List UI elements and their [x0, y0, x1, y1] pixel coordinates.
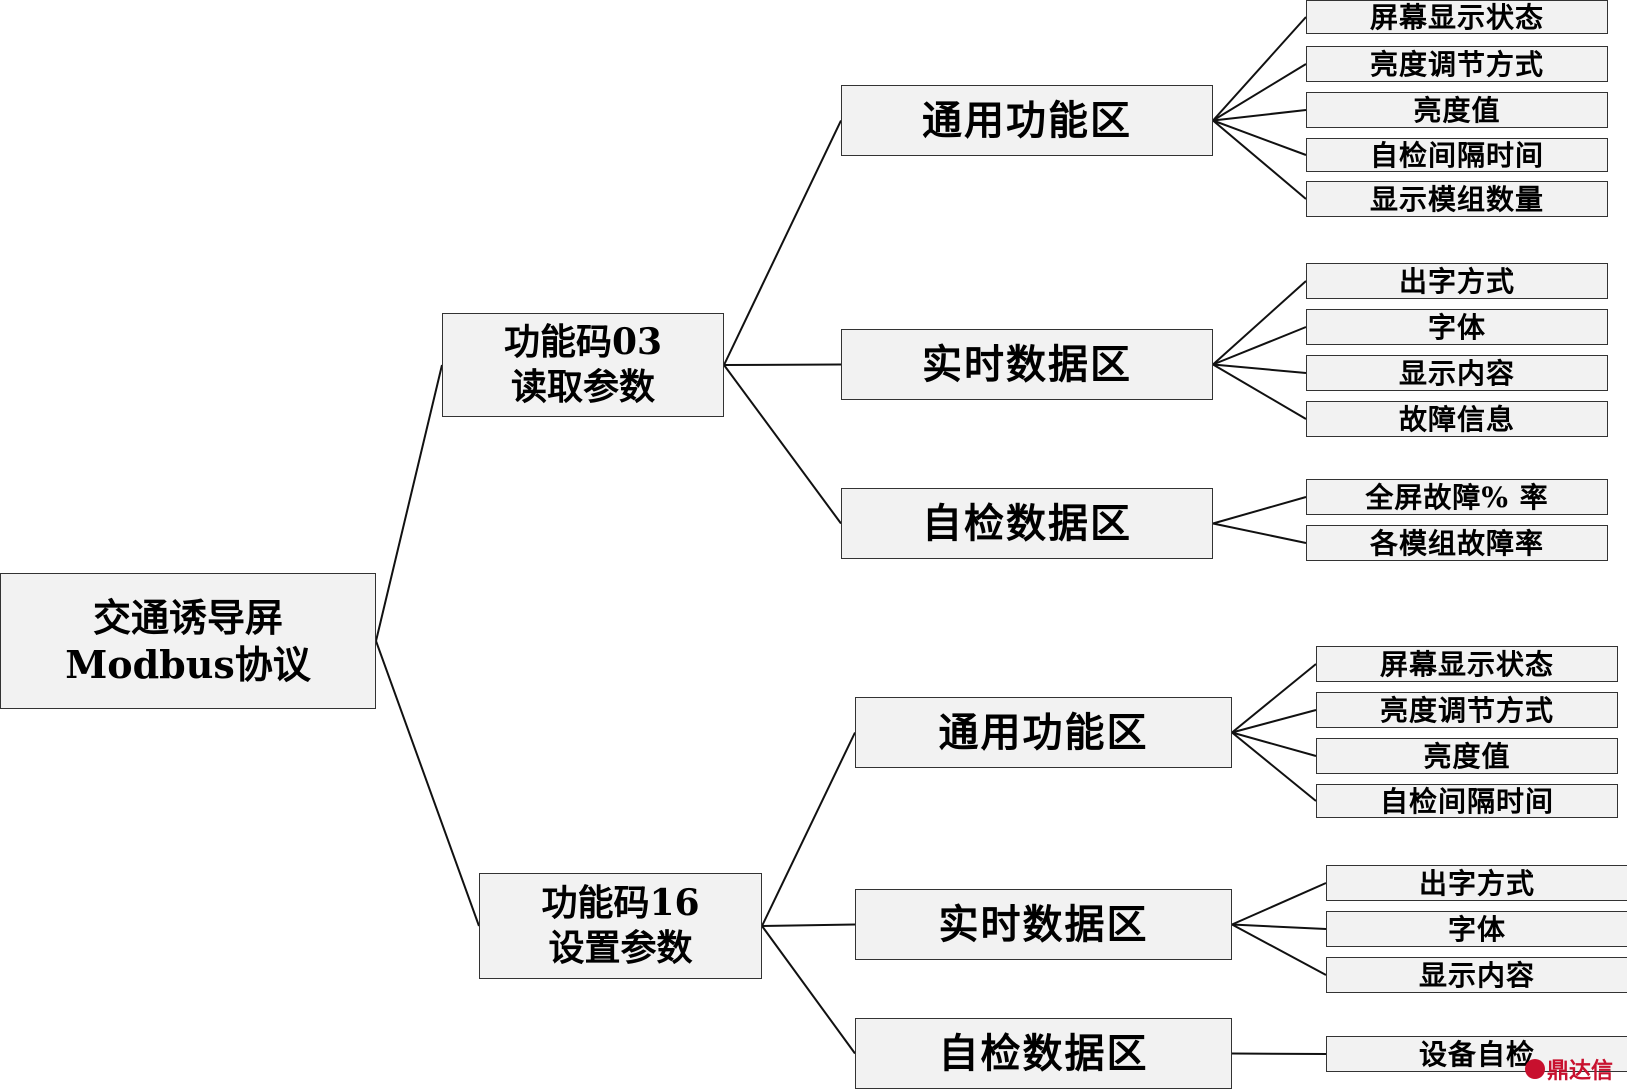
connector-area-leaf: [1231, 882, 1327, 926]
leaf-node: 设备自检: [1326, 1036, 1627, 1072]
leaf-node: 各模组故障率: [1306, 525, 1608, 561]
connector-area-leaf: [1212, 326, 1307, 366]
root-node: 交通诱导屏 Modbus协议: [0, 573, 376, 709]
connector-area-leaf: [1212, 280, 1307, 366]
leaf-node: 显示模组数量: [1306, 181, 1608, 217]
leaf-node: 自检间隔时间: [1316, 784, 1618, 818]
area-node-fc03-realtime: 实时数据区: [841, 329, 1213, 400]
leaf-node: 亮度调节方式: [1316, 692, 1618, 728]
leaf-node: 出字方式: [1306, 263, 1608, 299]
leaf-node: 屏幕显示状态: [1306, 0, 1608, 34]
branch-node-fc16: 功能码16 设置参数: [479, 873, 762, 979]
connector-area-leaf: [1231, 1052, 1327, 1055]
connector-root-branch: [375, 640, 480, 927]
watermark-logo: 鼎达信: [1525, 1053, 1613, 1085]
connector-area-leaf: [1212, 363, 1307, 420]
leaf-node: 自检间隔时间: [1306, 138, 1608, 172]
leaf-node: 亮度值: [1316, 738, 1618, 774]
connector-branch-area: [723, 363, 842, 366]
watermark-text: 鼎达信: [1547, 1059, 1614, 1084]
area-node-fc16-realtime: 实时数据区: [855, 889, 1232, 960]
connector-root-branch: [375, 364, 443, 642]
area-node-fc16-selftest: 自检数据区: [855, 1018, 1232, 1089]
connector-branch-area: [723, 364, 842, 525]
leaf-node: 故障信息: [1306, 401, 1608, 437]
connector-area-leaf: [1231, 731, 1317, 757]
connector-area-leaf: [1212, 119, 1307, 156]
brand-logo-icon: [1525, 1059, 1545, 1079]
connector-area-leaf: [1212, 119, 1307, 200]
leaf-node: 字体: [1326, 911, 1627, 947]
connector-area-leaf: [1212, 363, 1307, 374]
leaf-node: 显示内容: [1306, 355, 1608, 391]
area-node-fc16-general: 通用功能区: [855, 697, 1232, 768]
leaf-node: 屏幕显示状态: [1316, 646, 1618, 682]
connector-branch-area: [723, 120, 842, 366]
leaf-node: 亮度调节方式: [1306, 46, 1608, 82]
connector-area-leaf: [1212, 16, 1307, 122]
connector-branch-area: [761, 923, 856, 927]
connector-branch-area: [761, 925, 856, 1055]
connector-area-leaf: [1231, 923, 1327, 930]
leaf-node: 字体: [1306, 309, 1608, 345]
connector-area-leaf: [1231, 731, 1317, 802]
connector-branch-area: [761, 732, 856, 927]
leaf-node: 全屏故障% 率: [1306, 479, 1608, 515]
leaf-node: 亮度值: [1306, 92, 1608, 128]
connector-area-leaf: [1231, 923, 1327, 976]
connector-area-leaf: [1212, 496, 1307, 525]
leaf-node: 显示内容: [1326, 957, 1627, 993]
connector-area-leaf: [1212, 109, 1307, 122]
connector-area-leaf: [1231, 663, 1317, 734]
leaf-node: 出字方式: [1326, 865, 1627, 901]
area-node-fc03-general: 通用功能区: [841, 85, 1213, 156]
connector-area-leaf: [1231, 709, 1317, 734]
connector-area-leaf: [1212, 522, 1307, 544]
connector-area-leaf: [1212, 63, 1307, 122]
area-node-fc03-selftest: 自检数据区: [841, 488, 1213, 559]
branch-node-fc03: 功能码03 读取参数: [442, 313, 724, 417]
